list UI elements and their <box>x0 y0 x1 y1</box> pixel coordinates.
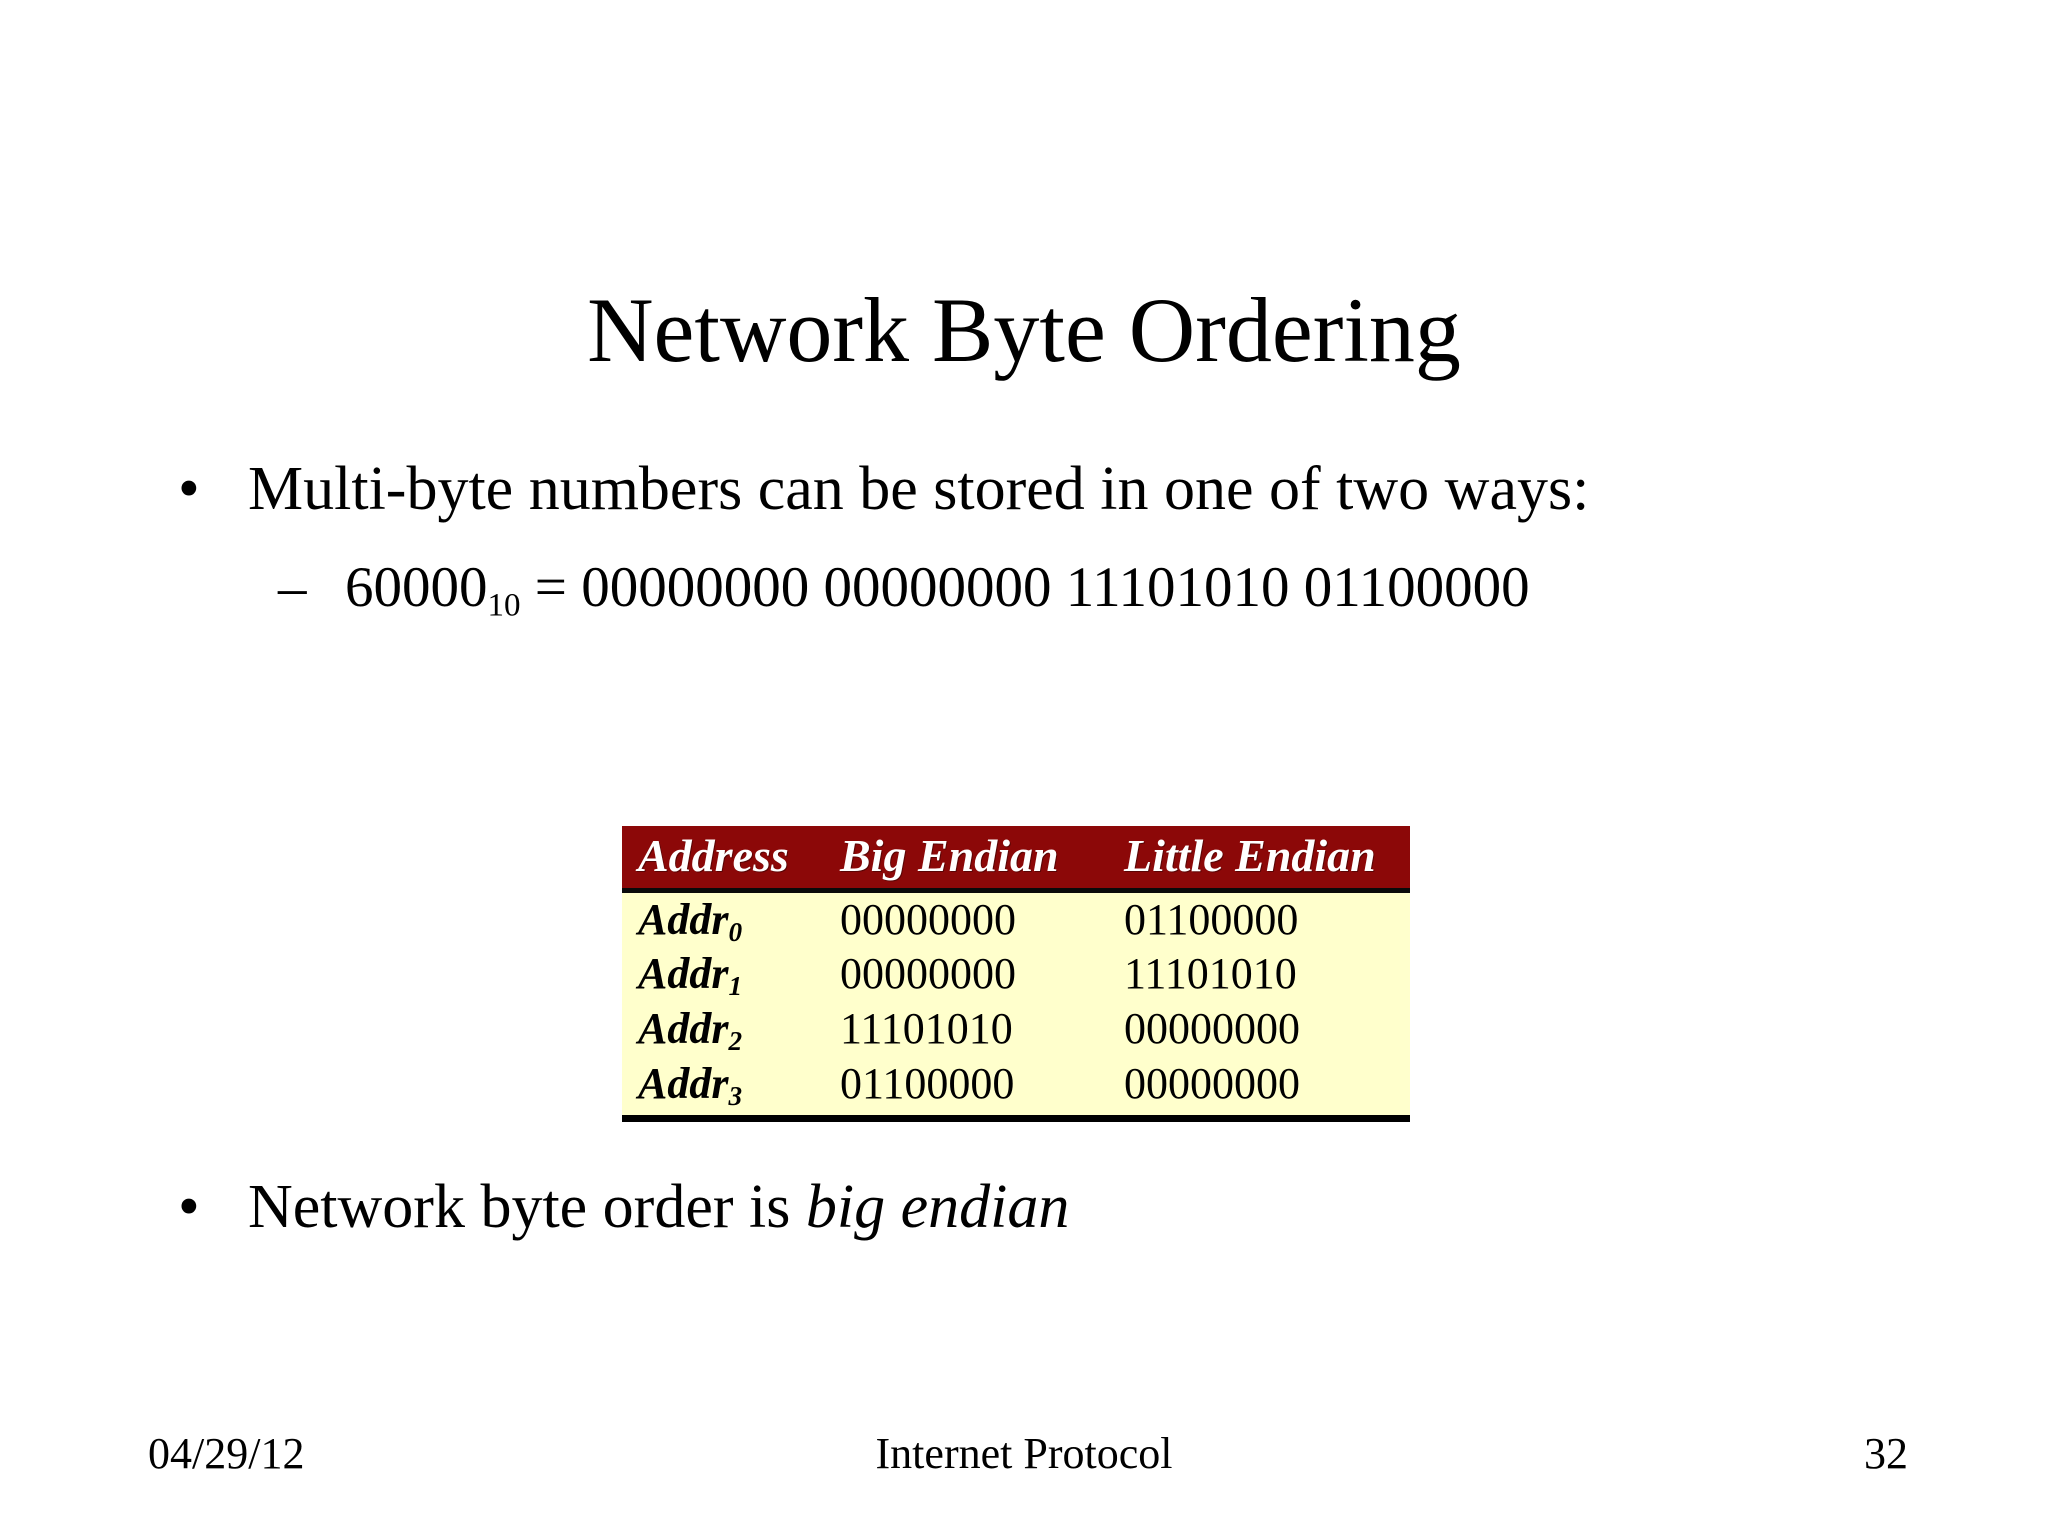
bullet-item-2-emphasis: big endian <box>805 1173 1070 1241</box>
cell-address-index: 1 <box>728 971 743 1002</box>
cell-address-index: 0 <box>728 916 743 947</box>
slide-footer: 04/29/12 Internet Protocol 32 <box>0 1428 2048 1488</box>
cell-address-index: 3 <box>728 1080 743 1111</box>
cell-big-endian: 00000000 <box>834 947 1112 1003</box>
footer-title: Internet Protocol <box>875 1429 1173 1478</box>
cell-little-endian: 00000000 <box>1112 1002 1410 1057</box>
bullet-item-1-label: Multi-byte numbers can be stored in one … <box>248 455 1590 523</box>
table-row: Addr2 11101010 00000000 <box>622 1002 1410 1057</box>
dash-marker-icon: – <box>278 555 307 619</box>
sub-bullet-equals: = <box>534 555 567 619</box>
sub-bullet-item: – 6000010 = 00000000 00000000 11101010 0… <box>0 554 2048 622</box>
footer-date: 04/29/12 <box>148 1429 305 1478</box>
cell-address: Addr2 <box>622 1002 834 1057</box>
bullet-item-2: • Network byte order is big endian <box>0 1170 1189 1246</box>
cell-big-endian: 00000000 <box>834 890 1112 948</box>
column-header-little-endian: Little Endian <box>1112 826 1410 893</box>
page-title: Network Byte Ordering <box>587 278 1461 381</box>
slide-body: • Multi-byte numbers can be stored in on… <box>0 452 2048 622</box>
cell-little-endian: 11101010 <box>1112 947 1410 1003</box>
cell-address-label: Addr <box>638 894 729 944</box>
cell-little-endian: 00000000 <box>1112 1056 1410 1122</box>
cell-address-label: Addr <box>638 949 729 999</box>
sub-bullet-subscript: 10 <box>487 586 521 623</box>
sub-bullet-binary: 00000000 00000000 11101010 01100000 <box>581 555 1530 619</box>
table-header-row: Address Big Endian Little Endian <box>622 826 1410 893</box>
table-row: Addr0 00000000 01100000 <box>622 890 1410 948</box>
bullet-item-2-label: Network byte order is big endian <box>248 1170 1069 1246</box>
column-header-big-endian: Big Endian <box>834 826 1112 893</box>
cell-little-endian: 01100000 <box>1112 890 1410 948</box>
cell-address: Addr1 <box>622 947 834 1003</box>
table-row: Addr3 01100000 00000000 <box>622 1056 1410 1122</box>
table-row: Addr1 00000000 11101010 <box>622 947 1410 1003</box>
endian-table: Address Big Endian Little Endian Addr0 0… <box>622 826 1410 1122</box>
cell-address: Addr0 <box>622 890 834 948</box>
cell-address-index: 2 <box>728 1025 743 1056</box>
bullet-marker-icon: • <box>178 455 200 523</box>
cell-address-label: Addr <box>638 1004 729 1054</box>
bullet-marker-icon: • <box>178 1173 200 1241</box>
column-header-address: Address <box>622 826 834 893</box>
cell-address: Addr3 <box>622 1056 834 1122</box>
cell-address-label: Addr <box>638 1058 729 1108</box>
sub-bullet-value: 60000 <box>345 555 488 619</box>
cell-big-endian: 01100000 <box>834 1056 1112 1122</box>
footer-page-number: 32 <box>1864 1429 1908 1478</box>
bullet-item-2-plain: Network byte order is <box>248 1173 806 1241</box>
bullet-item-1: • Multi-byte numbers can be stored in on… <box>0 452 2048 528</box>
cell-big-endian: 11101010 <box>834 1002 1112 1057</box>
